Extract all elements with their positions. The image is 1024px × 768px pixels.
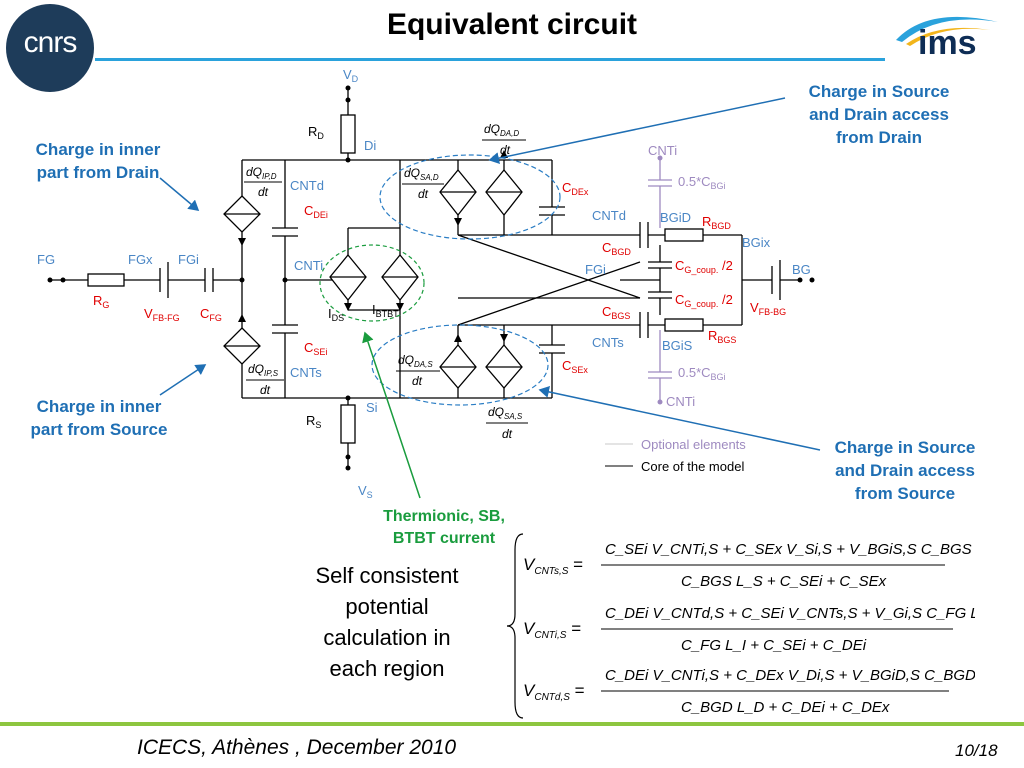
- node-cnts-left: CNTs: [290, 365, 322, 380]
- svg-text:dQDA,D: dQDA,D: [484, 122, 519, 138]
- node-cnts-right: CNTs: [592, 335, 624, 350]
- circuit-diagram: VD Di VS Si FG FGx FGi CNTd CNTi CNTs CN…: [37, 67, 821, 500]
- svg-text:dQIP,D: dQIP,D: [246, 165, 277, 181]
- svg-text:dt: dt: [500, 143, 511, 157]
- footer-rule: [0, 722, 1024, 726]
- footer-conference: ICECS, Athènes , December 2010: [137, 736, 457, 759]
- node-si: Si: [366, 400, 378, 415]
- label-rd: RD: [308, 124, 324, 141]
- title-rule: [95, 58, 885, 61]
- label-ids: IDS: [328, 306, 344, 323]
- deriv-ip-d: dQIP,D dt: [244, 165, 282, 199]
- equation-cnti: VCNTi,S = C_DEi V_CNTd,S + C_SEi V_CNTs,…: [523, 605, 975, 654]
- svg-text:dQDA,S: dQDA,S: [398, 353, 433, 369]
- node-vd: VD: [343, 67, 359, 84]
- ims-logo-swoosh: [896, 16, 998, 46]
- svg-text:VCNTi,S =: VCNTi,S =: [523, 619, 581, 641]
- equation-cntd: VCNTd,S = C_DEi V_CNTi,S + C_DEx V_Di,S …: [523, 667, 975, 716]
- svg-text:dQIP,S: dQIP,S: [248, 362, 279, 378]
- label-cbgs: CBGS: [602, 304, 630, 321]
- ims-logo-text: ims: [918, 24, 977, 62]
- node-bg: BG: [792, 262, 811, 277]
- optional-elements: [648, 158, 672, 402]
- opt-cap-bottom: 0.5*CBGi: [678, 365, 726, 382]
- svg-text:C_DEi V_CNTi,S + C_DEx V_Di,S: C_DEi V_CNTi,S + C_DEx V_Di,S + V_BGiD,S…: [605, 667, 975, 684]
- cnrs-logo-text: cnrs: [23, 26, 78, 59]
- svg-text:dt: dt: [258, 185, 269, 199]
- circuit-wires: [50, 88, 800, 468]
- node-cnti-top: CNTi: [648, 143, 677, 158]
- label-cgcoup-1: CG_coup. /2: [675, 258, 733, 275]
- svg-text:C_BGD L_D + C_DEi + C_DEx: C_BGD L_D + C_DEi + C_DEx: [681, 699, 890, 716]
- node-fgx: FGx: [128, 252, 153, 267]
- label-vfbfg: VFB-FG: [144, 306, 180, 323]
- svg-text:dt: dt: [502, 427, 513, 441]
- label-vfbbg: VFB-BG: [750, 300, 786, 317]
- terminals: [47, 85, 815, 471]
- equation-system: VCNTs,S = C_SEi V_CNTi,S + C_SEx V_Si,S …: [506, 533, 975, 719]
- node-fgi-right: FGi: [585, 262, 606, 277]
- deriv-sa-s: dQSA,S dt: [486, 405, 528, 441]
- opt-cap-top: 0.5*CBGi: [678, 174, 726, 191]
- svg-text:dt: dt: [260, 383, 271, 397]
- node-vs: VS: [358, 483, 373, 500]
- dependent-sources: [223, 168, 523, 389]
- node-cnti-mid: CNTi: [294, 258, 323, 273]
- page-number: 10/18: [955, 741, 998, 760]
- svg-text:VCNTd,S =: VCNTd,S =: [523, 681, 585, 703]
- label-rbgd: RBGD: [702, 214, 731, 231]
- node-cntd-right: CNTd: [592, 208, 626, 223]
- label-cfg: CFG: [200, 306, 222, 323]
- label-ibtbt: IBTBT: [372, 302, 399, 319]
- node-cntd-left: CNTd: [290, 178, 324, 193]
- deriv-ip-s: dQIP,S dt: [246, 362, 284, 397]
- equation-cnts: VCNTs,S = C_SEi V_CNTi,S + C_SEx V_Si,S …: [523, 541, 975, 590]
- svg-text:dQSA,D: dQSA,D: [404, 166, 439, 182]
- label-rs: RS: [306, 413, 321, 430]
- cnrs-logo: [6, 4, 94, 92]
- deriv-da-s: dQDA,S dt: [396, 353, 440, 388]
- legend-core: Core of the model: [641, 459, 744, 474]
- svg-text:C_DEi V_CNTd,S + C_SEi V_CNTs,: C_DEi V_CNTd,S + C_SEi V_CNTs,S + V_Gi,S…: [605, 605, 975, 622]
- svg-text:C_BGS L_S + C_SEi + C_SEx: C_BGS L_S + C_SEi + C_SEx: [681, 573, 887, 590]
- label-cdex: CDEx: [562, 180, 589, 197]
- svg-text:VCNTs,S =: VCNTs,S =: [523, 555, 583, 577]
- legend-optional: Optional elements: [641, 437, 746, 452]
- svg-text:dt: dt: [412, 374, 423, 388]
- svg-text:dQSA,S: dQSA,S: [488, 405, 523, 421]
- label-csex: CSEx: [562, 358, 588, 375]
- callout-thermionic: Thermionic, SB,BTBT current: [383, 508, 505, 547]
- label-rbgs: RBGS: [708, 328, 736, 345]
- deriv-sa-d: dQSA,D dt: [402, 166, 444, 201]
- svg-text:C_SEi V_CNTi,S + C_SEx V_Si,S: C_SEi V_CNTi,S + C_SEx V_Si,S + V_BGiS,S…: [605, 541, 975, 558]
- label-cbgd: CBGD: [602, 240, 631, 257]
- node-fg: FG: [37, 252, 55, 267]
- node-bgis: BGiS: [662, 338, 693, 353]
- node-fgi: FGi: [178, 252, 199, 267]
- node-bgix: BGix: [742, 235, 771, 250]
- slide-title: Equivalent circuit: [386, 8, 638, 41]
- label-cgcoup-2: CG_coup. /2: [675, 292, 733, 309]
- label-csei: CSEi: [304, 340, 327, 357]
- node-cnti-bottom: CNTi: [666, 394, 695, 409]
- node-bgid: BGiD: [660, 210, 691, 225]
- node-di: Di: [364, 138, 376, 153]
- label-cdei: CDEi: [304, 203, 328, 220]
- svg-text:C_FG L_I + C_SEi + C_DEi: C_FG L_I + C_SEi + C_DEi: [681, 637, 867, 654]
- svg-text:dt: dt: [418, 187, 429, 201]
- label-rg: RG: [93, 293, 109, 310]
- deriv-da-d: dQDA,D dt: [482, 122, 526, 157]
